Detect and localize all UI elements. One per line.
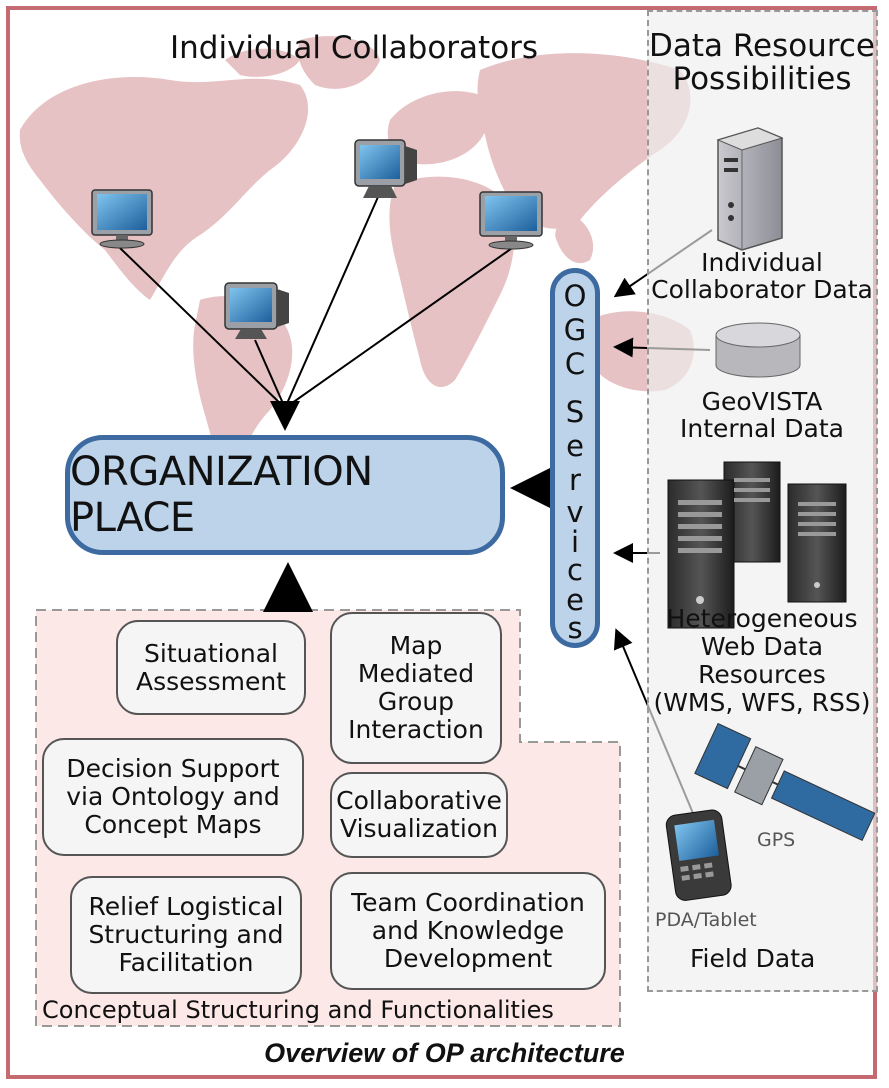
map-mediated-interaction-box: Map Mediated Group Interaction xyxy=(330,612,502,764)
organization-place-label: ORGANIZATION PLACE xyxy=(70,449,373,541)
geovista-line1: GeoVISTA xyxy=(701,387,823,416)
data-resource-title-line1: Data Resource xyxy=(648,28,876,64)
collaborators-title: Individual Collaborators xyxy=(170,30,539,66)
decision-support-box: Decision Support via Ontology and Concep… xyxy=(42,738,304,856)
monitor-icon xyxy=(354,139,417,198)
monitor-icon xyxy=(91,189,153,249)
web-line1: Heterogeneous xyxy=(666,604,858,633)
ogc-letter: O xyxy=(563,279,587,313)
concept-panel-label: Conceptual Structuring and Functionaliti… xyxy=(42,996,554,1024)
ogc-letter: r xyxy=(569,463,581,497)
individual-data-line2: Collaborator Data xyxy=(651,275,873,304)
ogc-letter: e xyxy=(566,429,584,463)
pda-label: PDA/Tablet xyxy=(655,909,757,931)
ogc-letter: e xyxy=(566,583,584,617)
individual-data-line1: Individual xyxy=(701,248,823,277)
relief-logistical-box: Relief Logistical Structuring and Facili… xyxy=(70,876,302,994)
satellite-icon xyxy=(694,722,876,842)
ogc-letter: G xyxy=(563,313,587,347)
ogc-letter: c xyxy=(567,553,583,587)
ogc-letter: s xyxy=(567,611,583,645)
geovista-data-label: GeoVISTA Internal Data xyxy=(648,388,876,442)
pda-icon xyxy=(665,809,732,901)
collaborator-lines xyxy=(119,196,516,431)
monitor-icon xyxy=(224,282,289,339)
web-line4: (WMS, WFS, RSS) xyxy=(653,688,871,717)
pc-tower-icon xyxy=(716,127,784,251)
ogc-letter: C xyxy=(564,347,586,381)
figure-caption: Overview of OP architecture xyxy=(264,1038,625,1068)
web-data-label: Heterogeneous Web Data Resources (WMS, W… xyxy=(648,605,876,717)
gps-label: GPS xyxy=(757,829,796,851)
organization-place-box: ORGANIZATION PLACE xyxy=(65,435,505,555)
ogc-services-box: O G C S e r v i c e s xyxy=(550,268,600,648)
individual-data-label: Individual Collaborator Data xyxy=(648,249,876,303)
team-coordination-box: Team Coordination and Knowledge Developm… xyxy=(330,872,606,990)
web-line3: Resources xyxy=(698,660,826,689)
data-resource-title: Data Resource Possibilities xyxy=(648,28,876,98)
ogc-letter: S xyxy=(565,395,585,429)
collaborative-visualization-box: Collaborative Visualization xyxy=(330,772,508,858)
ogc-letter: v xyxy=(566,495,584,529)
web-line2: Web Data xyxy=(700,632,824,661)
ogc-letter: i xyxy=(570,525,580,559)
situational-assessment-box: Situational Assessment xyxy=(116,620,306,715)
data-resource-title-line2: Possibilities xyxy=(672,61,852,98)
server-icon xyxy=(667,461,847,629)
database-icon xyxy=(715,322,801,378)
monitor-icon xyxy=(479,191,543,250)
field-data-label: Field Data xyxy=(690,944,816,973)
geovista-line2: Internal Data xyxy=(680,414,844,443)
